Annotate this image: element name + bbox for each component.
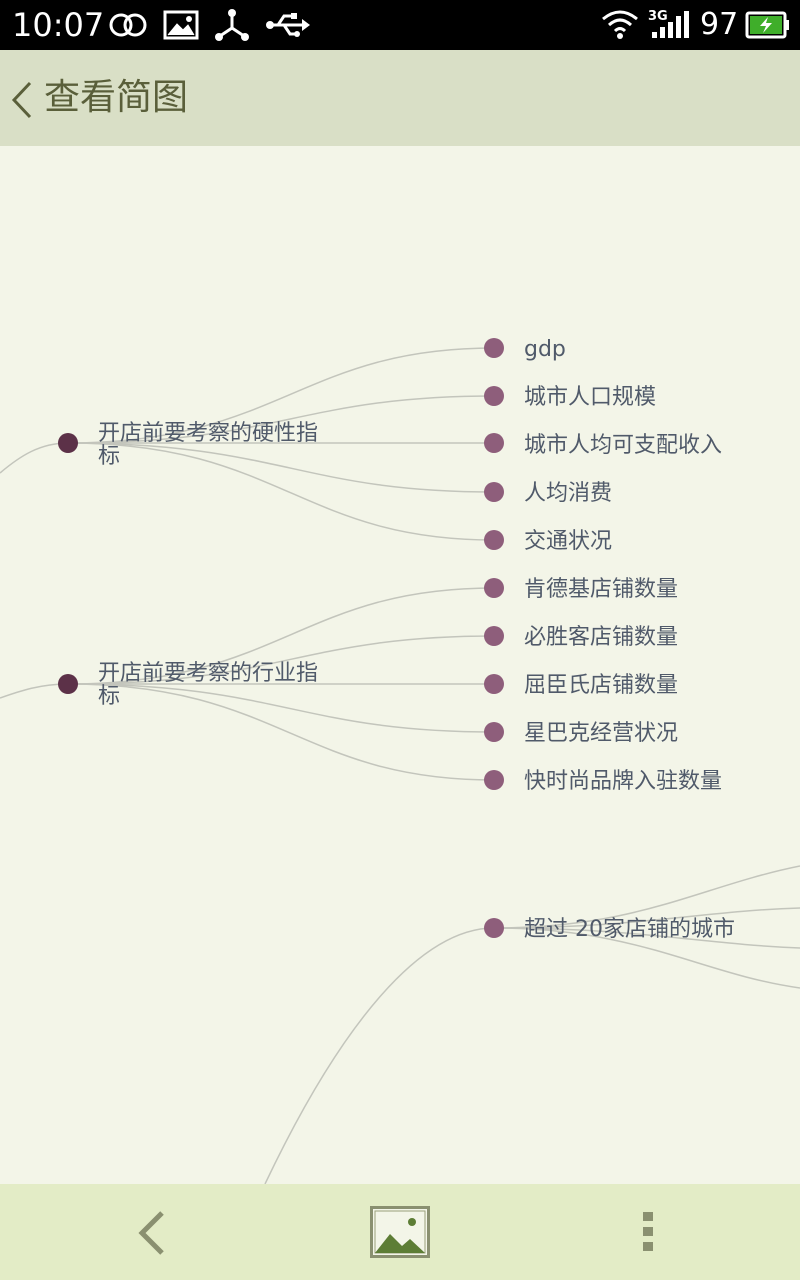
leaf-label[interactable]: gdp bbox=[524, 337, 566, 362]
image-icon bbox=[163, 10, 199, 40]
topic-label[interactable]: 开店前要考察的硬性指标 bbox=[98, 421, 319, 469]
status-time: 10:07 bbox=[12, 6, 105, 44]
leaf-label[interactable]: 超过 20家店铺的城市 bbox=[524, 917, 735, 942]
connector-line bbox=[67, 635, 495, 685]
battery-charging-icon bbox=[745, 11, 789, 39]
connector-line bbox=[67, 347, 495, 444]
topic-node-dot[interactable] bbox=[58, 433, 78, 453]
leaf-label[interactable]: 快时尚品牌入驻数量 bbox=[524, 769, 723, 794]
status-bar: 10:07 3G 97 bbox=[0, 0, 800, 50]
leaf-node-dot[interactable] bbox=[484, 674, 504, 694]
leaf-label[interactable]: 星巴克经营状况 bbox=[524, 721, 679, 746]
leaf-node-dot[interactable] bbox=[484, 578, 504, 598]
connector-line bbox=[264, 927, 495, 1184]
connector-line bbox=[0, 442, 69, 474]
connector-line bbox=[493, 927, 800, 949]
infinity-icon bbox=[109, 13, 147, 37]
leaf-label[interactable]: 屈臣氏店铺数量 bbox=[524, 673, 679, 698]
leaf-label[interactable]: 必胜客店铺数量 bbox=[524, 625, 679, 650]
battery-percent: 97 bbox=[700, 7, 739, 42]
leaf-node-dot[interactable] bbox=[484, 918, 504, 938]
connector-line bbox=[493, 907, 800, 929]
leaf-label[interactable]: 人均消费 bbox=[524, 481, 613, 506]
connector-line bbox=[493, 927, 800, 989]
connector-line bbox=[67, 683, 495, 781]
leaf-node-dot[interactable] bbox=[484, 530, 504, 550]
leaf-node-dot[interactable] bbox=[484, 722, 504, 742]
connector-line bbox=[67, 442, 495, 493]
leaf-node-dot[interactable] bbox=[484, 338, 504, 358]
mindmap-connectors bbox=[0, 347, 800, 1184]
connector-line bbox=[67, 683, 495, 733]
leaf-label[interactable]: 城市人口规模 bbox=[524, 385, 657, 410]
connector-line bbox=[67, 442, 495, 541]
leaf-node-dot[interactable] bbox=[484, 770, 504, 790]
connector-line bbox=[493, 865, 800, 929]
leaf-label[interactable]: 城市人均可支配收入 bbox=[524, 433, 723, 458]
wifi-icon bbox=[602, 10, 638, 39]
topic-node-dot[interactable] bbox=[58, 674, 78, 694]
connector-line bbox=[67, 587, 495, 685]
network-type-label: 3G bbox=[648, 9, 668, 24]
usb-icon bbox=[266, 13, 310, 37]
bottom-bar bbox=[0, 1184, 800, 1280]
leaf-node-dot[interactable] bbox=[484, 433, 504, 453]
mindmap-canvas[interactable]: 开店前要考察的硬性指标 gdp 城市人口规模 城市人均可支配收入 人均消费 交通… bbox=[0, 146, 800, 1184]
leaf-label[interactable]: 交通状况 bbox=[524, 529, 613, 554]
leaf-node-dot[interactable] bbox=[484, 386, 504, 406]
connector-line bbox=[67, 395, 495, 444]
picture-icon[interactable] bbox=[370, 1206, 430, 1258]
leaf-label[interactable]: 肯德基店铺数量 bbox=[524, 577, 679, 602]
signal-icon bbox=[652, 11, 689, 38]
app-bar: 查看简图 bbox=[0, 50, 800, 146]
more-vert-icon[interactable] bbox=[640, 1210, 656, 1254]
leaf-node-dot[interactable] bbox=[484, 482, 504, 502]
leaf-node-dot[interactable] bbox=[484, 626, 504, 646]
share-node-icon bbox=[215, 9, 249, 41]
topic-label[interactable]: 开店前要考察的行业指标 bbox=[98, 661, 319, 709]
chevron-left-icon[interactable] bbox=[10, 80, 34, 120]
back-arrow-icon[interactable] bbox=[136, 1210, 168, 1256]
page-title: 查看简图 bbox=[44, 77, 189, 118]
